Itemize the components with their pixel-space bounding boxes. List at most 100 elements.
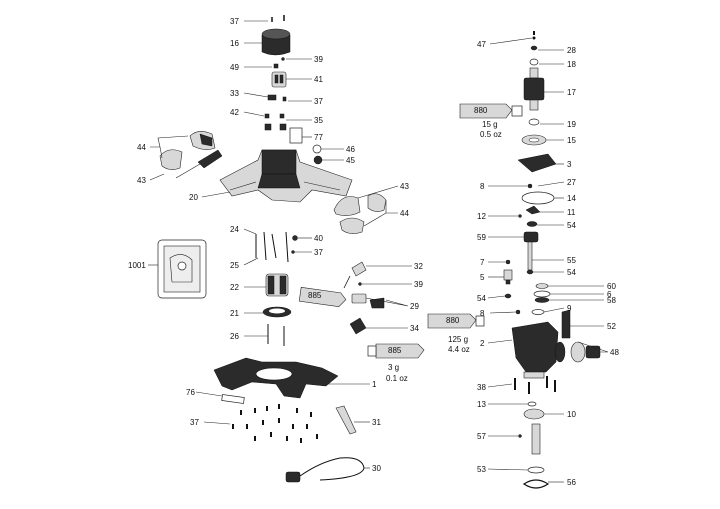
label-15: 15 [567, 136, 576, 145]
label-40: 40 [314, 234, 323, 243]
part-30-cable [285, 457, 365, 483]
label-42: 42 [230, 108, 239, 117]
part-49 [273, 63, 279, 69]
part-1-base [213, 357, 339, 399]
label-60: 60 [607, 282, 616, 291]
label-25: 25 [230, 261, 239, 270]
part-12 [518, 214, 522, 218]
part-34 [349, 317, 367, 335]
label-76: 76 [186, 388, 195, 397]
label-13: 13 [477, 400, 486, 409]
label-37: 37 [314, 97, 323, 106]
part-52-bracket [561, 309, 571, 339]
label-6: 6 [607, 290, 612, 299]
label-18: 18 [567, 60, 576, 69]
part-24-rods [255, 231, 289, 263]
label-7: 7 [480, 258, 485, 267]
label-77: 77 [314, 133, 323, 142]
part-29 [351, 293, 385, 309]
label-32: 32 [414, 262, 423, 271]
tube-885-low-amount: 3 g [388, 363, 399, 372]
part-3-gear-housing [517, 153, 557, 173]
tube-880-small: 880 15 g 0.5 oz [459, 103, 523, 139]
label-37: 37 [190, 418, 199, 427]
part-26-screws [267, 324, 285, 346]
label-49: 49 [230, 63, 239, 72]
part-54-c [504, 293, 512, 299]
part-39-mid [358, 282, 362, 286]
part-13 [527, 401, 537, 407]
label-44: 44 [400, 209, 409, 218]
part-55-shaft [527, 241, 533, 271]
label-33: 33 [230, 89, 239, 98]
label-45: 45 [346, 156, 355, 165]
tube-880-large: 880 125 g 4.4 oz [427, 313, 485, 354]
part-10 [523, 408, 545, 420]
label-37: 37 [230, 17, 239, 26]
label-29: 29 [410, 302, 419, 311]
label-44: 44 [137, 143, 146, 152]
part-54-b [526, 269, 534, 275]
label-54: 54 [477, 294, 486, 303]
part-7 [505, 259, 511, 265]
label-8: 8 [480, 182, 485, 191]
label-48: 48 [610, 348, 619, 357]
part-47 [532, 31, 536, 40]
part-54-a [526, 221, 538, 227]
label-5: 5 [480, 273, 485, 282]
part-77-plate [289, 127, 303, 144]
label-58: 58 [607, 296, 616, 305]
part-28 [530, 45, 538, 51]
tube-885-low-oz: 0.1 oz [386, 374, 408, 383]
label-22: 22 [230, 283, 239, 292]
label-8: 8 [480, 309, 485, 318]
tube-885-mid: 885 [298, 286, 347, 308]
part-21-ring [262, 306, 292, 318]
label-30: 30 [372, 464, 381, 473]
label-43: 43 [400, 182, 409, 191]
part-46 [312, 144, 322, 154]
label-54: 54 [567, 268, 576, 277]
part-labels: 37 16 39 49 41 33 37 42 35 77 46 45 44 4… [128, 17, 619, 487]
screws-37-top [271, 15, 285, 22]
part-44-grip-left [189, 131, 216, 150]
tube-880-small-code: 880 [474, 106, 488, 115]
label-37: 37 [314, 248, 323, 257]
tube-880-large-code: 880 [446, 316, 460, 325]
part-37-screws [232, 404, 318, 443]
label-2: 2 [480, 339, 485, 348]
part-39-top [281, 57, 285, 61]
part-5 [503, 269, 513, 285]
part-44-grip-right [339, 193, 387, 234]
label-35: 35 [314, 116, 323, 125]
part-40 [292, 235, 298, 241]
part-22-stator [265, 273, 289, 297]
part-14-disc [521, 191, 555, 205]
part-48 [554, 341, 601, 363]
part-8-mid [515, 309, 521, 315]
label-59: 59 [477, 233, 486, 242]
label-14: 14 [567, 194, 576, 203]
label-47: 47 [477, 40, 486, 49]
part-43-grip-left [159, 149, 183, 170]
label-20: 20 [189, 193, 198, 202]
tube-885-low-code: 885 [388, 346, 402, 355]
label-17: 17 [567, 88, 576, 97]
tube-880-small-oz: 0.5 oz [480, 130, 502, 139]
label-1: 1 [372, 380, 377, 389]
part-56-circlip [522, 479, 550, 489]
label-46: 46 [346, 145, 355, 154]
label-52: 52 [607, 322, 616, 331]
part-8-top [527, 183, 533, 189]
tube-880-large-oz: 4.4 oz [448, 345, 470, 354]
label-26: 26 [230, 332, 239, 341]
label-10: 10 [567, 410, 576, 419]
part-15 [521, 134, 547, 146]
label-24: 24 [230, 225, 239, 234]
label-41: 41 [314, 75, 323, 84]
part-9 [531, 309, 545, 315]
part-20-housing [219, 149, 353, 203]
part-32 [343, 261, 367, 289]
